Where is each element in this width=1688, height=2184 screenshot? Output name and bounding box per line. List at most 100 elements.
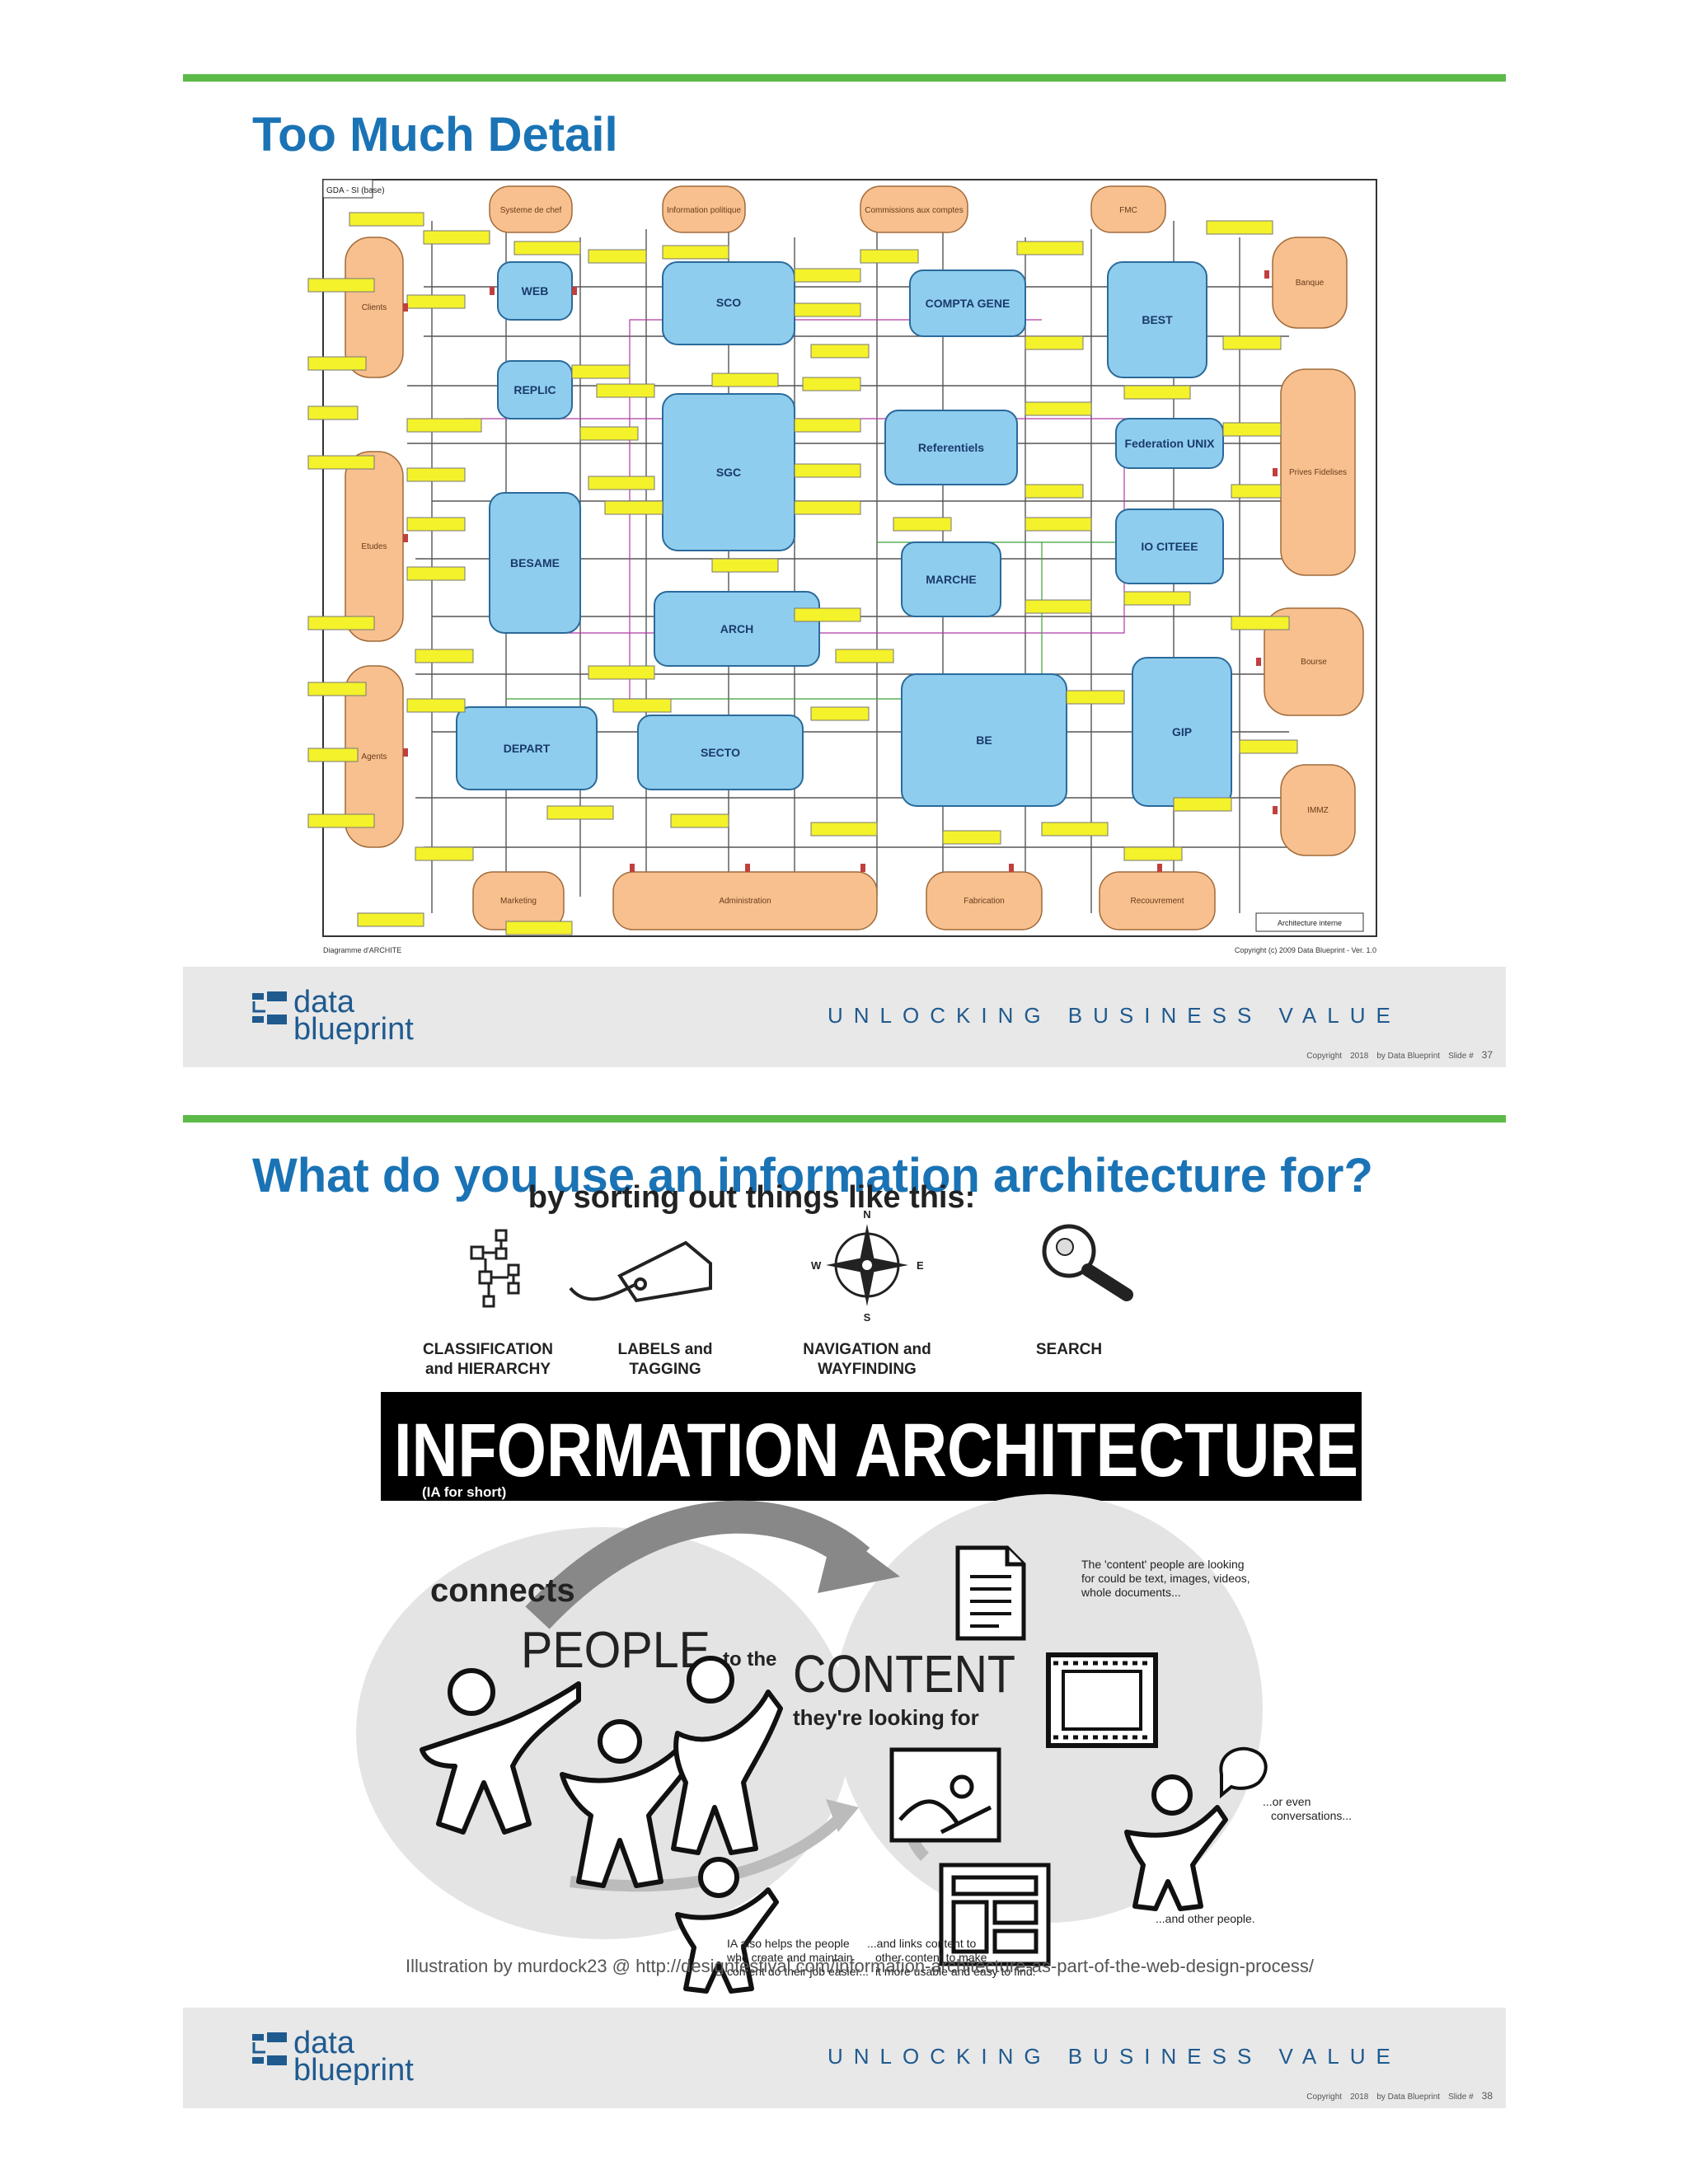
slide-37: Too Much Detail GDA - SI (base) xyxy=(183,74,1506,1067)
actor-label-9: Bourse xyxy=(1301,658,1327,667)
svg-text:...and links content to: ...and links content to xyxy=(867,1937,977,1950)
actor-label-5: Banque xyxy=(1296,279,1325,288)
webpage-icon xyxy=(939,1863,1051,1966)
svg-text:it more usable and easy to fin: it more usable and easy to find. xyxy=(875,1965,1036,1978)
logo-text-bottom: blueprint xyxy=(293,1012,414,1044)
system-label-14: SECTO xyxy=(701,746,740,759)
svg-text:conversations...: conversations... xyxy=(1271,1809,1352,1822)
svg-text:W: W xyxy=(811,1259,822,1272)
ia-looking-for: they're looking for xyxy=(793,1705,979,1730)
slide-number: 38 xyxy=(1481,2090,1493,2102)
icon-label-labels-2: TAGGING xyxy=(629,1361,701,1378)
diagram-bottom-right-caption: Copyright (c) 2009 Data Blueprint - Ver.… xyxy=(1235,946,1376,954)
hierarchy-icon xyxy=(470,1229,520,1308)
actor-label-14: Fabrication xyxy=(964,897,1004,906)
speech-bubble-icon xyxy=(1219,1746,1268,1799)
system-label-6: SGC xyxy=(716,466,741,479)
data-blueprint-logo: data blueprint xyxy=(252,2027,414,2085)
icon-label-classification-1: CLASSIFICATION xyxy=(423,1341,553,1358)
icon-label-navigation-2: WAYFINDING xyxy=(818,1361,917,1378)
logo-text-bottom: blueprint xyxy=(293,2053,414,2085)
ia-people: PEOPLE xyxy=(521,1622,710,1679)
system-label-5: REPLIC xyxy=(513,383,556,396)
actor-label-6: Clients xyxy=(362,303,387,312)
system-label-10: MARCHE xyxy=(926,573,976,586)
system-label-4: BEST xyxy=(1142,313,1173,326)
slide-top-rule xyxy=(183,74,1506,82)
system-label-2: SCO xyxy=(716,296,741,309)
footer-tagline: UNLOCKING BUSINESS VALUE xyxy=(828,2044,1401,2069)
svg-text:IA also helps the people: IA also helps the people xyxy=(727,1937,850,1950)
actor-label-10: Agents xyxy=(361,752,387,762)
svg-text:for could be text, images, vid: for could be text, images, videos, xyxy=(1081,1572,1250,1585)
icon-label-navigation-1: NAVIGATION and xyxy=(803,1341,931,1358)
icon-label-search: SEARCH xyxy=(1036,1341,1102,1358)
system-label-11: BESAME xyxy=(510,556,560,569)
actor-label-12: Marketing xyxy=(500,897,537,906)
svg-text:E: E xyxy=(917,1259,924,1272)
ia-to-the: to the xyxy=(723,1648,776,1671)
image-icon xyxy=(889,1747,1001,1843)
film-icon xyxy=(1046,1652,1158,1748)
slide-title: What do you use an information architect… xyxy=(252,1149,1373,1202)
actor-label-4: FMC xyxy=(1119,206,1137,215)
svg-text:content do their job easier...: content do their job easier... xyxy=(727,1965,869,1978)
architecture-diagram: GDA - SI (base) xyxy=(300,171,1396,963)
slide-title: Too Much Detail xyxy=(252,108,618,162)
svg-text:...or even: ...or even xyxy=(1263,1795,1311,1808)
svg-text:N: N xyxy=(863,1208,870,1221)
tag-icon xyxy=(569,1240,712,1303)
system-label-8: Federation UNIX xyxy=(1125,437,1216,450)
logo-text-top: data xyxy=(293,2027,355,2060)
svg-text:other content to make: other content to make xyxy=(875,1951,987,1964)
actor-label-1: Systeme de chef xyxy=(500,206,562,215)
diagram-header-label: GDA - SI (base) xyxy=(326,186,385,195)
information-architecture-illustration: by sorting out things like this: N S E W xyxy=(356,1180,1362,1994)
icon-label-labels-1: LABELS and xyxy=(617,1341,712,1358)
actor-label-7: Prives Fidelises xyxy=(1289,468,1347,477)
system-label-3: COMPTA GENE xyxy=(926,297,1010,310)
diagram-bottom-left-caption: Diagramme d'ARCHITE xyxy=(323,946,401,954)
icon-label-classification-2: and HIERARCHY xyxy=(425,1361,551,1378)
system-label-1: WEB xyxy=(522,284,549,298)
system-label-15: BE xyxy=(976,733,992,747)
slide-38: What do you use an information architect… xyxy=(183,1115,1506,2108)
svg-text:whole documents...: whole documents... xyxy=(1081,1586,1181,1599)
slide-top-rule xyxy=(183,1115,1506,1122)
ia-banner xyxy=(381,1392,1362,1501)
system-label-12: ARCH xyxy=(720,622,753,635)
actor-label-8: Etudes xyxy=(361,542,387,551)
illustration-credit: Illustration by murdock23 @ http://desig… xyxy=(406,1956,1315,1976)
system-label-7: Referentiels xyxy=(918,441,984,454)
footer-tagline: UNLOCKING BUSINESS VALUE xyxy=(828,1003,1401,1028)
svg-text:...and other people.: ...and other people. xyxy=(1156,1912,1255,1925)
actor-label-3: Commissions aux comptes xyxy=(865,206,963,215)
actor-label-2: Information politique xyxy=(667,206,741,215)
ia-content: CONTENT xyxy=(793,1644,1015,1704)
ia-banner-title: INFORMATION ARCHITECTURE xyxy=(394,1408,1358,1493)
system-label-9: IO CITEEE xyxy=(1141,540,1198,553)
actor-label-13: Administration xyxy=(719,897,771,906)
svg-text:S: S xyxy=(864,1311,871,1324)
diagram-legend: Architecture interne xyxy=(1278,919,1342,927)
people-figures xyxy=(420,1656,1228,1994)
svg-text:The 'content' people are looki: The 'content' people are looking xyxy=(1081,1558,1245,1571)
slide-footer: data blueprint UNLOCKING BUSINESS VALUE … xyxy=(183,967,1506,1067)
slide-number: 37 xyxy=(1481,1049,1493,1061)
document-icon xyxy=(955,1545,1026,1641)
data-blueprint-logo: data blueprint xyxy=(252,987,414,1044)
svg-text:who create and maintain: who create and maintain xyxy=(726,1951,853,1964)
actor-label-15: Recouvrement xyxy=(1130,897,1184,906)
logo-text-top: data xyxy=(293,987,355,1019)
magnifier-icon xyxy=(1042,1224,1133,1301)
ia-subtitle: by sorting out things like this: xyxy=(528,1180,976,1215)
actor-label-11: IMMZ xyxy=(1307,806,1329,815)
system-label-16: GIP xyxy=(1172,725,1192,738)
ia-banner-subtitle: (IA for short) xyxy=(422,1484,506,1500)
compass-icon: N S E W xyxy=(811,1208,924,1324)
slide-footer: data blueprint UNLOCKING BUSINESS VALUE … xyxy=(183,2008,1506,2108)
system-label-13: DEPART xyxy=(504,742,551,755)
ia-connects: connects xyxy=(430,1572,575,1609)
